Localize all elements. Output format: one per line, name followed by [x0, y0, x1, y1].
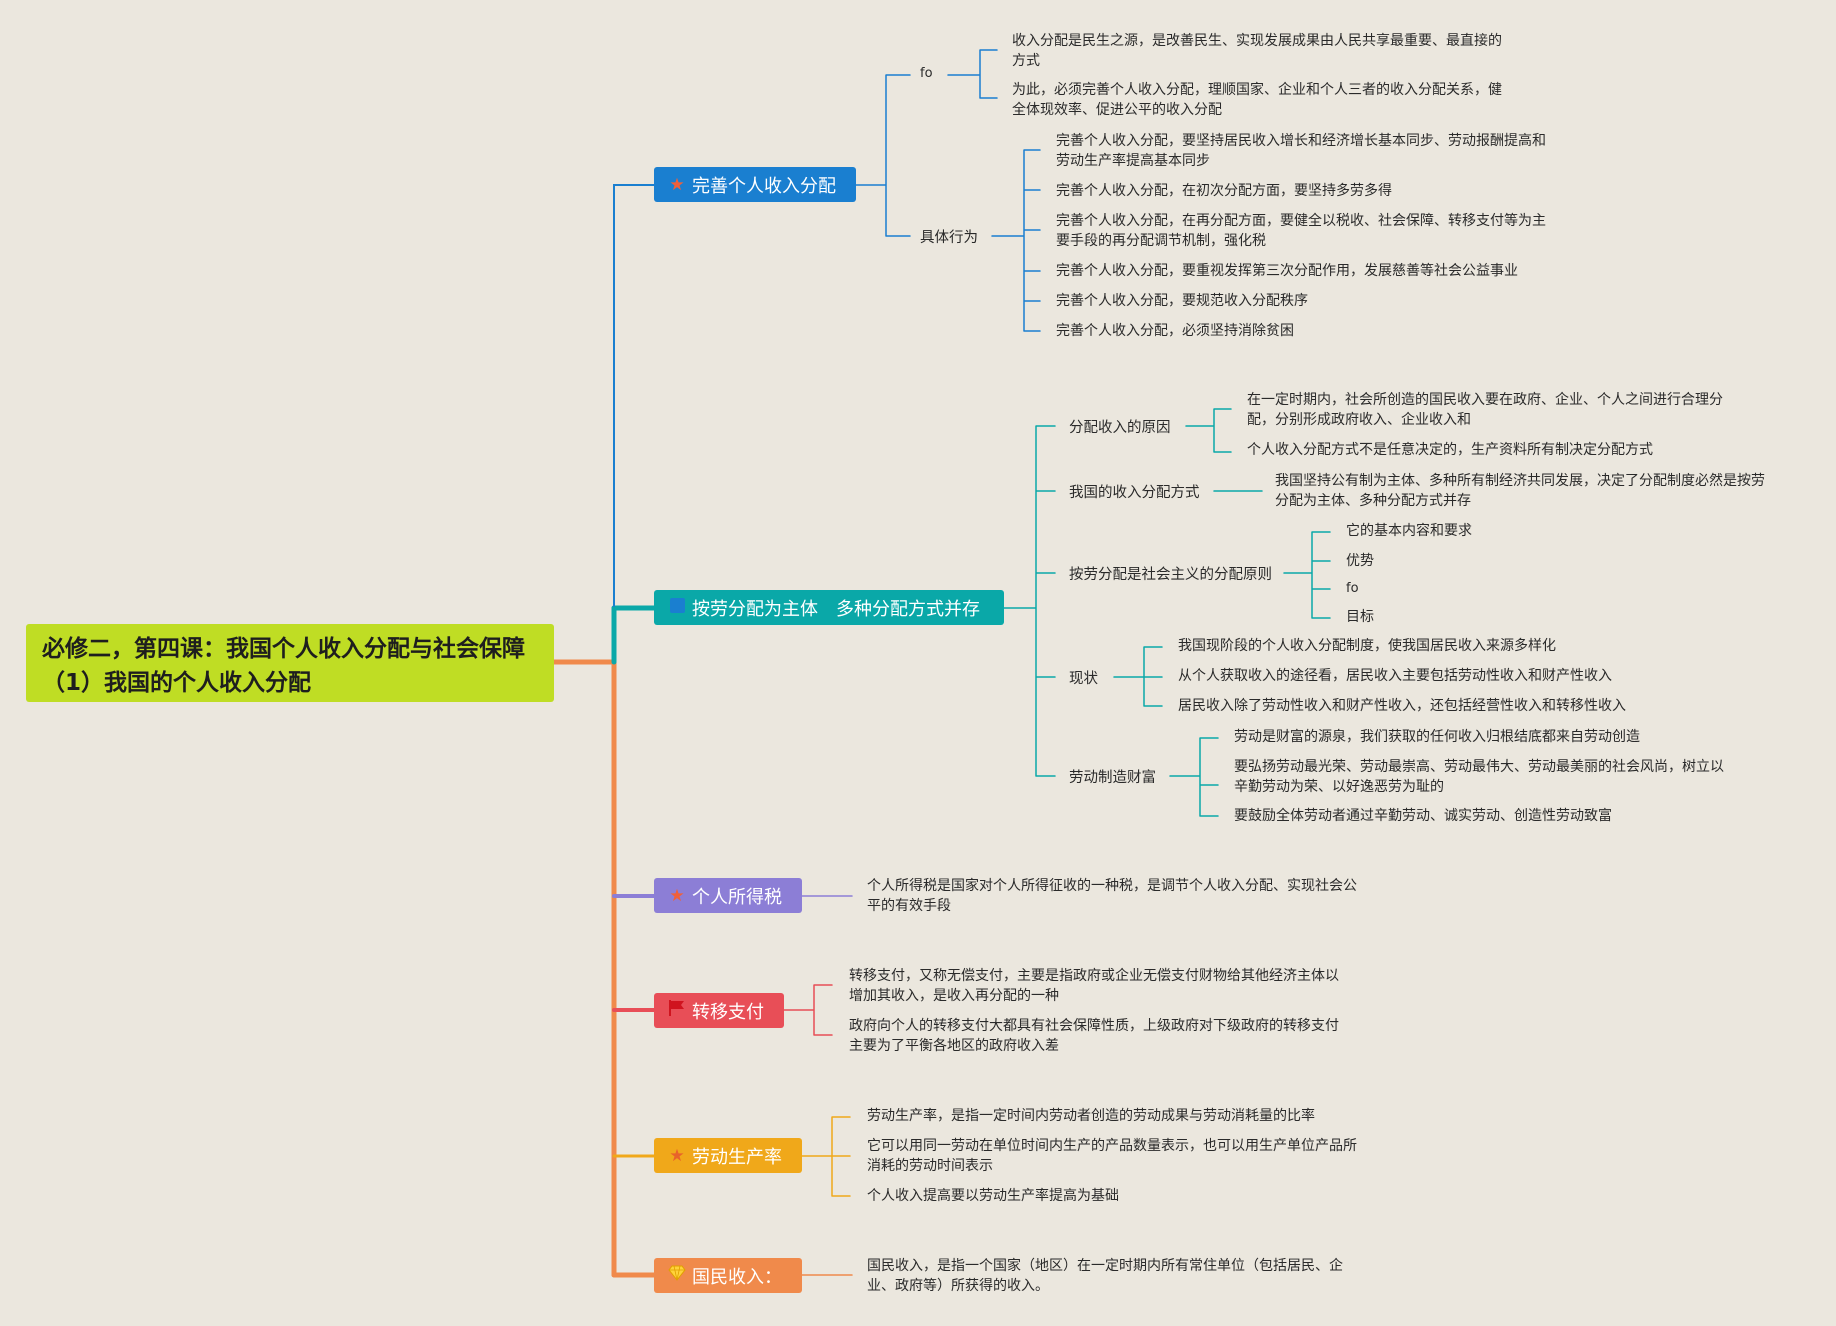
- subtopic-status[interactable]: 现状: [1069, 671, 1098, 687]
- topic-distribution-by-labor[interactable]: 按劳分配为主体 多种分配方式并存: [654, 590, 1004, 625]
- leaf-text: 完善个人收入分配，必须坚持消除贫困: [1056, 323, 1294, 339]
- topic-label: 按劳分配为主体 多种分配方式并存: [692, 598, 980, 620]
- topic-personal-income-tax[interactable]: ★ 个人所得税: [654, 878, 802, 913]
- leaf-text: 它的基本内容和要求: [1346, 523, 1472, 539]
- flag-icon: [666, 999, 688, 1022]
- subtopic-specific-actions[interactable]: 具体行为: [920, 230, 978, 246]
- leaf-text: 个人所得税是国家对个人所得征收的一种税，是调节个人收入分配、实现社会公平的有效手…: [867, 878, 1357, 914]
- leaf-text: 居民收入除了劳动性收入和财产性收入，还包括经营性收入和转移性收入: [1178, 698, 1626, 714]
- leaf-text: 要鼓励全体劳动者通过辛勤劳动、诚实劳动、创造性劳动致富: [1234, 808, 1612, 824]
- subtopic-labor-creates-wealth[interactable]: 劳动制造财富: [1069, 770, 1156, 786]
- leaf-text: 个人收入分配方式不是任意决定的，生产资料所有制决定分配方式: [1247, 442, 1653, 458]
- leaf-text: 劳动是财富的源泉，我们获取的任何收入归根结底都来自劳动创造: [1234, 729, 1640, 745]
- leaf-text: 国民收入，是指一个国家（地区）在一定时期内所有常住单位（包括居民、企业、政府等）…: [867, 1258, 1343, 1294]
- leaf-text: 为此，必须完善个人收入分配，理顺国家、企业和个人三者的收入分配关系，健全体现效率…: [1012, 82, 1502, 118]
- topic-label: 国民收入：: [692, 1266, 782, 1288]
- gem-icon: [666, 1265, 688, 1286]
- leaf-text: 在一定时期内，社会所创造的国民收入要在政府、企业、个人之间进行合理分配，分别形成…: [1247, 392, 1723, 428]
- leaf-text: 劳动生产率，是指一定时间内劳动者创造的劳动成果与劳动消耗量的比率: [867, 1108, 1315, 1124]
- subtopic-reason[interactable]: 分配收入的原因: [1069, 420, 1171, 436]
- leaf-text: 转移支付，又称无偿支付，主要是指政府或企业无偿支付财物给其他经济主体以增加其收入…: [849, 968, 1339, 1004]
- topic-label: 劳动生产率: [692, 1146, 782, 1168]
- star-icon: ★: [669, 174, 685, 195]
- leaf-text: fo: [1346, 581, 1359, 596]
- leaf-text: 个人收入提高要以劳动生产率提高为基础: [867, 1188, 1119, 1204]
- topic-national-income[interactable]: 国民收入：: [654, 1258, 802, 1293]
- leaf-text: 目标: [1346, 609, 1374, 625]
- topic-label: 转移支付: [692, 1001, 764, 1023]
- subtopic-fo[interactable]: fo: [920, 66, 933, 81]
- subtopic-labor-principle[interactable]: 按劳分配是社会主义的分配原则: [1069, 567, 1272, 583]
- leaf-text: 我国现阶段的个人收入分配制度，使我国居民收入来源多样化: [1178, 638, 1556, 654]
- leaf-text: 收入分配是民生之源，是改善民生、实现发展成果由人民共享最重要、最直接的方式: [1012, 33, 1502, 69]
- topic-label: 完善个人收入分配: [692, 175, 836, 197]
- leaf-text: 完善个人收入分配，要重视发挥第三次分配作用，发展慈善等社会公益事业: [1056, 263, 1518, 279]
- leaf-text: 政府向个人的转移支付大都具有社会保障性质，上级政府对下级政府的转移支付主要为了平…: [849, 1018, 1339, 1054]
- leaf-text: 它可以用同一劳动在单位时间内生产的产品数量表示，也可以用生产单位产品所消耗的劳动…: [867, 1138, 1357, 1174]
- star-icon: ★: [669, 885, 685, 906]
- square-icon: [666, 597, 688, 618]
- root-topic[interactable]: 必修二，第四课：我国个人收入分配与社会保障（1）我国的个人收入分配: [26, 624, 554, 702]
- star-icon: ★: [669, 1145, 685, 1166]
- topic-label: 个人所得税: [692, 886, 782, 908]
- leaf-text: 要弘扬劳动最光荣、劳动最崇高、劳动最伟大、劳动最美丽的社会风尚，树立以辛勤劳动为…: [1234, 759, 1724, 795]
- topic-labor-productivity[interactable]: ★ 劳动生产率: [654, 1138, 802, 1173]
- topic-perfect-income-distribution[interactable]: ★ 完善个人收入分配: [654, 167, 856, 202]
- topic-transfer-payment[interactable]: 转移支付: [654, 993, 784, 1028]
- subtopic-distribution-mode[interactable]: 我国的收入分配方式: [1069, 485, 1200, 501]
- leaf-text: 完善个人收入分配，要坚持居民收入增长和经济增长基本同步、劳动报酬提高和劳动生产率…: [1056, 133, 1546, 169]
- leaf-text: 优势: [1346, 553, 1374, 569]
- leaf-text: 完善个人收入分配，在初次分配方面，要坚持多劳多得: [1056, 183, 1392, 199]
- leaf-text: 从个人获取收入的途径看，居民收入主要包括劳动性收入和财产性收入: [1178, 668, 1612, 684]
- leaf-text: 完善个人收入分配，在再分配方面，要健全以税收、社会保障、转移支付等为主要手段的再…: [1056, 213, 1546, 249]
- leaf-text: 我国坚持公有制为主体、多种所有制经济共同发展，决定了分配制度必然是按劳分配为主体…: [1275, 473, 1765, 509]
- leaf-text: 完善个人收入分配，要规范收入分配秩序: [1056, 293, 1308, 309]
